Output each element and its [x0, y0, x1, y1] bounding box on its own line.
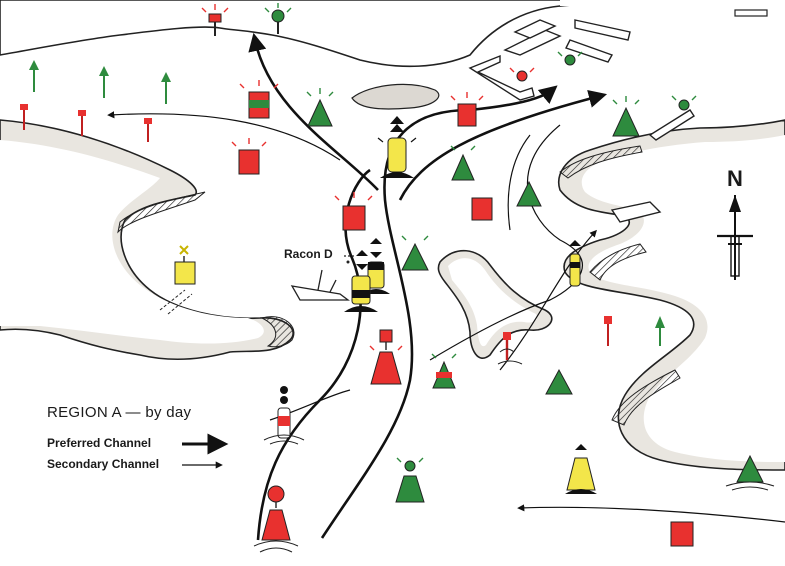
port-spar-island: [499, 332, 515, 360]
starboard-light-right-pier: [671, 95, 697, 111]
coast-hatch-right-1: [559, 145, 643, 179]
starboard-buoy-far-right: [725, 454, 775, 491]
starboard-buoy-mid-2: [516, 180, 542, 207]
preferred-channel-main: [320, 85, 558, 539]
land-left-highlight: [0, 140, 264, 344]
port-buoy-top-centre: [450, 92, 484, 127]
starboard-beacon-3: [161, 72, 171, 104]
island-centre-inner: [448, 258, 538, 347]
pier-top-right: [734, 9, 768, 17]
preferred-channel-mark-centre: [431, 353, 457, 389]
legend-preferred-label: Preferred Channel: [47, 436, 152, 450]
racon-morse-icon: [344, 255, 354, 264]
coast-hatch-right-3: [611, 369, 681, 426]
cardinal-buoy-wreck-2: [344, 250, 378, 312]
port-buoy-centre: [334, 192, 373, 231]
north-label: N: [727, 166, 743, 191]
port-light-top: [201, 4, 229, 36]
racon-label: Racon D: [284, 247, 333, 261]
legend-secondary-label: Secondary Channel: [47, 457, 160, 471]
starboard-buoy-racon: [401, 235, 429, 271]
starboard-beacon-right: [655, 316, 665, 346]
starboard-beacon-1: [29, 60, 39, 92]
starboard-buoy-right-top: [612, 96, 640, 137]
port-buoy-lower-centre: [369, 329, 403, 385]
cardinal-buoy-wreck-1: [362, 238, 390, 294]
preferred-channel-west-branch: [398, 89, 608, 201]
cardinal-buoy-centre: [377, 116, 417, 178]
land-right-highlight: [581, 135, 785, 462]
starboard-beacon-2: [99, 66, 109, 98]
port-beacon-1: [20, 104, 28, 130]
secondary-channel-south: [517, 504, 785, 523]
secondary-channel-west: [107, 111, 341, 161]
port-buoy-mid: [471, 197, 493, 221]
coast-hatch-left-1: [117, 191, 206, 234]
legend-title: REGION A — by day: [47, 404, 192, 421]
secondary-channel-bank: [507, 134, 531, 231]
special-mark-left: [159, 245, 196, 315]
sandbank-top: [351, 83, 440, 110]
ripple-island: [497, 360, 523, 365]
coast-hatch-right-2: [589, 243, 647, 281]
port-light-harbour: [509, 67, 535, 82]
safe-water-buoy-bottom: [253, 485, 299, 553]
land-top-right: [560, 0, 785, 34]
cardinal-buoy-bay: [569, 240, 581, 287]
cardinal-buoy-bottom: [565, 444, 597, 494]
isolated-danger-mark: [263, 386, 305, 445]
coast-hatch-left-2: [260, 316, 295, 348]
port-beacon-2: [78, 110, 86, 136]
starboard-buoy-top-centre: [306, 88, 334, 127]
wreck-icon: [290, 269, 350, 301]
harbour-piers: [468, 19, 695, 223]
starboard-light-harbour: [557, 51, 583, 66]
north-arrow-icon: [717, 195, 753, 280]
preferred-channel-mark-top: [239, 80, 279, 119]
starboard-light-top: [264, 3, 292, 34]
port-buoy-bottom-right: [670, 521, 694, 547]
starboard-buoy-bottom: [395, 457, 425, 503]
port-beacon-right: [604, 316, 612, 346]
port-buoy-left: [231, 138, 267, 175]
starboard-buoy-mid-1: [450, 145, 476, 181]
starboard-buoy-right-mid: [545, 368, 573, 395]
port-beacon-3: [144, 118, 152, 142]
